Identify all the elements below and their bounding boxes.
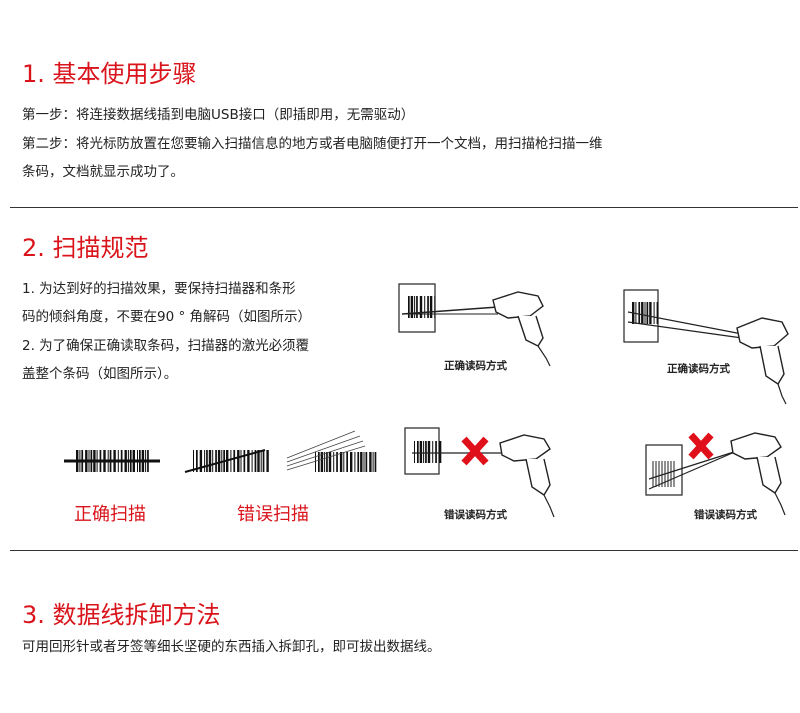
laser-beam [648, 450, 738, 490]
wrong-scan-tilted-barcode-illustration [286, 430, 377, 472]
divider-2 [10, 550, 798, 551]
red-x-icon [688, 432, 714, 460]
figure-caption-wrong-1: 错误读码方式 [444, 509, 507, 521]
scanner-figure-wrong-1 [404, 427, 555, 518]
section-2-title: 2. 扫描规范 [22, 234, 149, 262]
divider-1 [10, 207, 798, 208]
laser-beam [627, 321, 743, 339]
laser-beam [627, 311, 743, 335]
rule-2-text: 2. 为了确保正确读取条码，扫描器的激光必须覆 [22, 338, 310, 354]
section-3-title: 3. 数据线拆卸方法 [22, 601, 221, 629]
scanner-figure-wrong-2 [645, 432, 786, 516]
rule-2-continued-text: 盖整个条码（如图所示）。 [22, 366, 178, 382]
scanner-gun-icon [730, 432, 786, 516]
laser-beam [401, 306, 499, 315]
wrong-scan-tilted-laser-illustration [184, 449, 269, 473]
rule-1-continued-text: 码的倾斜角度，不要在90 ° 角解码（如图所示） [22, 309, 312, 325]
barcode-tilted-in-frame [652, 461, 675, 487]
scanner-figure-correct-2 [623, 289, 789, 405]
correct-scan-barcode-illustration [64, 450, 160, 472]
laser-lines-crossing [286, 430, 366, 471]
rule-1-text: 1. 为达到好的扫描效果，要保持扫描器和条形 [22, 281, 296, 297]
red-x-icon [461, 436, 489, 466]
step-2-text: 第二步：将光标防放置在您要输入扫描信息的地方或者电脑随便打开一个文档，用扫描枪扫… [22, 136, 603, 152]
section-1-title: 1. 基本使用步骤 [22, 60, 197, 88]
correct-scan-label: 正确扫描 [74, 504, 146, 525]
step-2-continued-text: 条码，文档就显示成功了。 [22, 164, 184, 180]
barcode-partial [315, 452, 377, 472]
barcode-in-frame [414, 441, 442, 463]
step-1-text: 第一步：将连接数据线插到电脑USB接口（即插即用，无需驱动） [22, 107, 415, 123]
scanner-gun-icon [499, 434, 555, 518]
barcode-in-frame [408, 296, 436, 318]
scanner-gun-icon [736, 317, 789, 405]
wrong-scan-label: 错误扫描 [237, 504, 309, 525]
figure-caption-correct-2: 正确读码方式 [667, 363, 730, 375]
removal-instructions-text: 可用回形针或者牙签等细长坚硬的东西插入拆卸孔，即可拔出数据线。 [22, 639, 441, 655]
figure-caption-correct-1: 正确读码方式 [444, 360, 507, 372]
barcode-straight [193, 450, 269, 472]
scanner-gun-icon [492, 291, 551, 367]
scanner-figure-correct-1 [398, 283, 551, 367]
figure-caption-wrong-2: 错误读码方式 [694, 509, 757, 521]
laser-beam [648, 450, 738, 480]
laser-line-tilted [184, 449, 266, 473]
